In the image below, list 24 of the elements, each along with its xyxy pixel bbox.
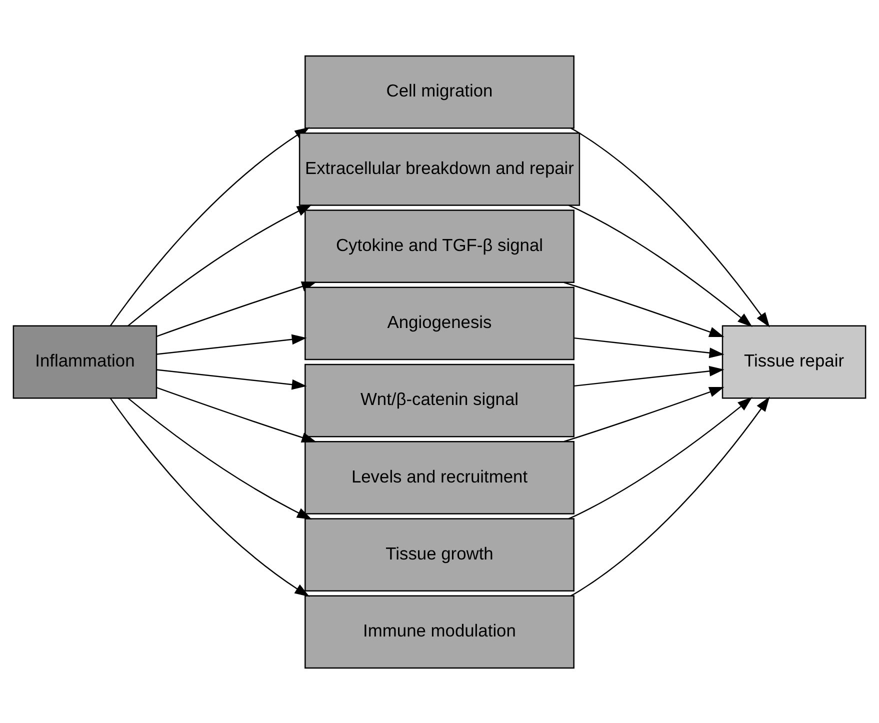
node-box: Tissue repair [722, 324, 866, 398]
arrow [574, 365, 724, 386]
node-box: Angiogenesis [304, 286, 574, 360]
node-box: Levels and recruitment [304, 440, 574, 514]
node-box: Cytokine and TGF-β signal [304, 209, 574, 282]
node-box: Wnt/β-catenin signal [304, 363, 574, 437]
arrow [568, 204, 752, 326]
arrow [568, 396, 752, 519]
arrow [564, 281, 724, 337]
arrow [570, 127, 770, 327]
arrow [156, 334, 307, 354]
arrow [570, 396, 770, 596]
node-box: Immune modulation [304, 594, 574, 668]
arrow [128, 204, 312, 326]
arrow [128, 397, 312, 520]
arrow [156, 386, 317, 442]
node-box: Tissue growth [304, 518, 574, 592]
node-box: Inflammation [12, 324, 158, 398]
arrow [110, 397, 310, 596]
arrow [564, 386, 724, 442]
node-box: Cell migration [304, 54, 574, 128]
node-box: Extracellular breakdown and repair [298, 132, 580, 206]
arrow [574, 336, 724, 358]
arrow [156, 368, 307, 390]
